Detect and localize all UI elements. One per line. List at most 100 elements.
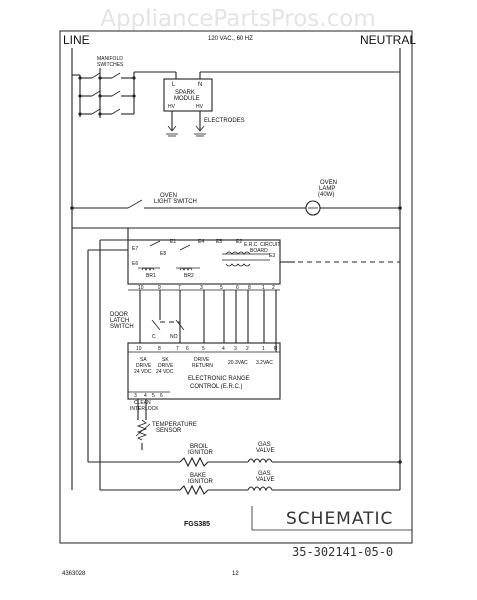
svg-text:C: C: [152, 334, 156, 340]
svg-text:SA: SA: [140, 357, 147, 363]
svg-text:MODULE: MODULE: [174, 96, 200, 102]
svg-text:4: 4: [144, 393, 147, 399]
broil-gas-valve: GAS VALVE: [247, 442, 402, 464]
svg-text:20.3VAC: 20.3VAC: [228, 360, 248, 366]
oven-light-circuit: OVEN LIGHT SWITCH OVEN LAMP (40W): [70, 180, 402, 216]
svg-text:E3: E3: [269, 253, 275, 259]
supply-label: 120 VAC., 60 HZ: [208, 36, 253, 42]
board-pins: 10 9 7 3 5 6 8 1 2: [128, 285, 280, 291]
svg-text:24 VDC: 24 VDC: [134, 369, 152, 375]
svg-text:IGNITOR: IGNITOR: [188, 450, 214, 456]
svg-text:6: 6: [186, 346, 189, 352]
svg-text:GAS: GAS: [258, 442, 271, 448]
board-to-erc-wiring: [87, 239, 277, 490]
svg-text:IGNITOR: IGNITOR: [188, 479, 214, 485]
svg-text:SENSOR: SENSOR: [156, 428, 182, 434]
svg-text:ELECTRONIC RANGE: ELECTRONIC RANGE: [188, 376, 250, 382]
svg-text:LIGHT SWITCH: LIGHT SWITCH: [154, 199, 197, 205]
temperature-sensor: TEMPERATURE SENSOR: [135, 419, 197, 450]
svg-text:TEMPERATURE: TEMPERATURE: [152, 422, 197, 428]
svg-text:SWITCH: SWITCH: [110, 324, 134, 330]
svg-text:5: 5: [202, 346, 205, 352]
svg-text:10: 10: [138, 285, 144, 291]
broil-ignitor: BROIL IGNITOR: [88, 444, 248, 468]
svg-text:6: 6: [236, 285, 239, 291]
svg-text:DRIVE: DRIVE: [158, 363, 174, 369]
svg-text:SWITCHES: SWITCHES: [97, 62, 124, 68]
svg-text:DRIVE: DRIVE: [194, 357, 210, 363]
svg-text:3: 3: [234, 346, 237, 352]
svg-text:OVEN: OVEN: [160, 193, 177, 199]
svg-text:10: 10: [136, 346, 142, 352]
svg-text:HV: HV: [196, 104, 204, 110]
svg-text:9: 9: [158, 285, 161, 291]
svg-text:SK: SK: [162, 357, 169, 363]
electronic-range-control: 10 8 7 6 5 4 3 2 1 R SA DRIVE 24 VDC SK …: [127, 342, 281, 420]
svg-text:SPARK: SPARK: [175, 90, 195, 96]
svg-text:L: L: [172, 82, 176, 88]
svg-text:8: 8: [248, 285, 251, 291]
svg-text:LAMP: LAMP: [319, 186, 335, 192]
svg-text:INTERLOCK: INTERLOCK: [130, 406, 159, 412]
part-number: 35-302141-05-0: [292, 545, 393, 559]
svg-text:6: 6: [160, 393, 163, 399]
svg-text:8: 8: [158, 346, 161, 352]
svg-text:DOOR: DOOR: [110, 312, 129, 318]
model-number: FGS385: [184, 521, 210, 528]
svg-text:E.R.C. CIRCUIT: E.R.C. CIRCUIT: [244, 242, 280, 248]
svg-text:E4: E4: [198, 239, 204, 245]
svg-text:BAKE: BAKE: [190, 473, 206, 479]
svg-text:E8: E8: [160, 251, 166, 257]
svg-text:5: 5: [220, 285, 223, 291]
door-latch-switch: DOOR LATCH SWITCH C NO: [110, 312, 185, 340]
svg-text:VALVE: VALVE: [256, 477, 274, 483]
svg-text:OVEN: OVEN: [320, 180, 337, 186]
svg-text:2: 2: [272, 285, 275, 291]
svg-text:CLEAN: CLEAN: [134, 400, 151, 406]
svg-text:E7: E7: [132, 246, 138, 252]
svg-text:N: N: [198, 82, 202, 88]
svg-text:LATCH: LATCH: [110, 318, 129, 324]
svg-text:HV: HV: [168, 104, 176, 110]
watermark: AppliancePartsPros.com: [100, 6, 375, 32]
svg-text:E6: E6: [132, 261, 138, 267]
erc-circuit-board: E.R.C. CIRCUIT BOARD E1 E2 E3 E4 E5 E6 E…: [72, 227, 400, 291]
svg-text:E1: E1: [170, 239, 176, 245]
bake-gas-valve: GAS VALVE: [247, 471, 400, 492]
svg-text:NO: NO: [170, 334, 178, 340]
svg-text:(40W): (40W): [318, 192, 334, 198]
svg-text:4: 4: [222, 346, 225, 352]
svg-text:CONTROL (E.R.C.): CONTROL (E.R.C.): [190, 384, 242, 390]
svg-text:MANIFOLD: MANIFOLD: [97, 56, 123, 62]
manifold-switches: MANIFOLD SWITCHES: [72, 56, 177, 118]
page-number: 12: [232, 571, 239, 577]
svg-text:1: 1: [262, 285, 265, 291]
svg-text:3.2VAC: 3.2VAC: [256, 360, 273, 366]
bake-ignitor: BAKE IGNITOR: [100, 473, 248, 496]
svg-text:5: 5: [152, 393, 155, 399]
svg-text:GAS: GAS: [258, 471, 271, 477]
svg-text:BR2: BR2: [184, 273, 194, 279]
svg-text:2: 2: [246, 346, 249, 352]
svg-text:BOARD: BOARD: [250, 248, 268, 254]
svg-text:7: 7: [176, 346, 179, 352]
svg-text:E2: E2: [236, 239, 242, 245]
doc-number: 4363028: [62, 571, 86, 577]
svg-text:VALVE: VALVE: [256, 448, 274, 454]
neutral-label: NEUTRAL: [360, 33, 416, 47]
svg-text:BR1: BR1: [146, 273, 156, 279]
svg-text:1: 1: [262, 346, 265, 352]
svg-text:3: 3: [134, 393, 137, 399]
svg-text:SCHEMATIC: SCHEMATIC: [286, 509, 393, 529]
svg-text:BROIL: BROIL: [190, 444, 209, 450]
svg-text:3: 3: [200, 285, 203, 291]
schematic-border: [59, 30, 413, 544]
svg-text:RETURN: RETURN: [192, 363, 213, 369]
schematic-title-block: SCHEMATIC: [251, 506, 412, 531]
svg-text:DRIVE: DRIVE: [136, 363, 152, 369]
spark-module: L N SPARK MODULE HV HV ELECTRODES: [163, 71, 400, 137]
electrodes-label: ELECTRODES: [204, 118, 245, 124]
svg-text:7: 7: [178, 285, 181, 291]
svg-text:24 VDC: 24 VDC: [156, 369, 174, 375]
